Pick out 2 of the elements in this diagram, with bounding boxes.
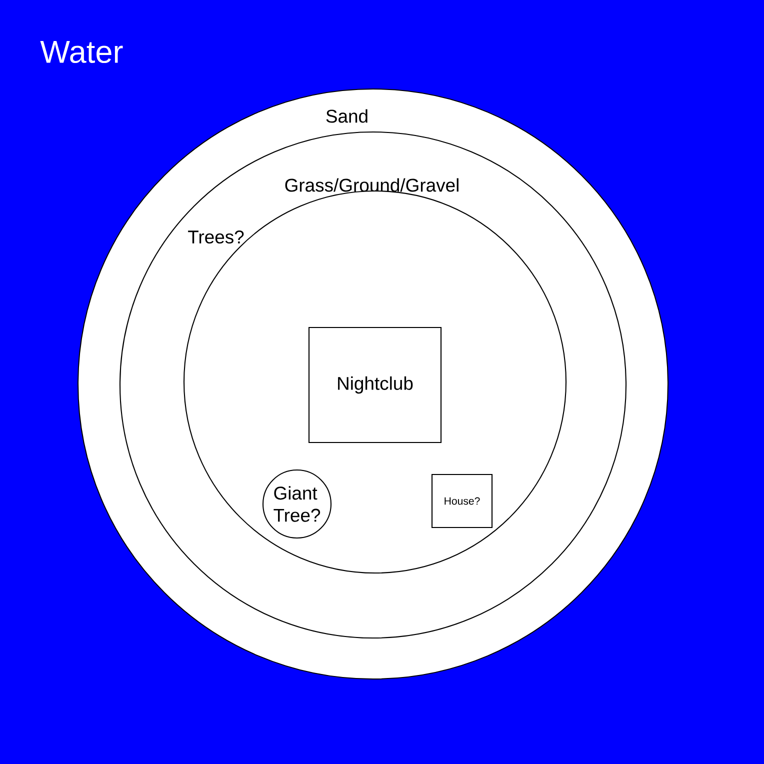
building-box: Nightclub (308, 326, 442, 444)
house-box: House? (431, 474, 493, 528)
